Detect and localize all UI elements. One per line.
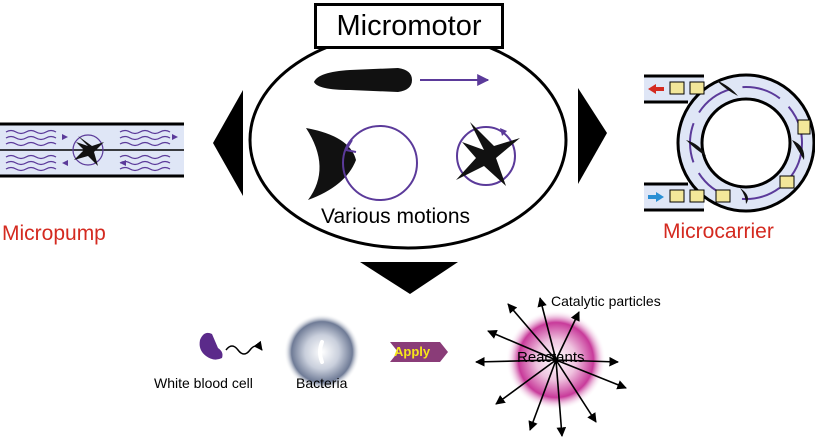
white-blood-cell-label: White blood cell — [154, 375, 253, 391]
triangle-right-icon — [578, 88, 607, 184]
crescent-motor-icon — [306, 125, 418, 201]
micropump-channel — [0, 122, 184, 178]
cross-motor-icon — [456, 122, 520, 186]
triangle-down-icon — [360, 262, 458, 294]
reactants-label: Reactants — [517, 349, 585, 366]
triangle-left-icon — [213, 90, 243, 196]
micropump-label: Micropump — [2, 222, 106, 245]
bacteria-label: Bacteria — [296, 375, 348, 391]
apply-label: Apply — [394, 344, 431, 359]
motions-label: Various motions — [321, 205, 471, 228]
micromotor-rod-icon — [314, 68, 490, 92]
white-blood-cell-icon — [199, 332, 263, 360]
microcarrier-loop — [644, 73, 815, 213]
microcarrier-label: Microcarrier — [663, 220, 774, 243]
apply-arrow-icon — [390, 342, 448, 362]
catalytic-particles-label: Catalytic particles — [551, 293, 661, 309]
reactant-burst-icon — [475, 297, 627, 437]
diagram-title: Micromotor — [314, 3, 504, 49]
bacteria-icon — [284, 314, 360, 390]
